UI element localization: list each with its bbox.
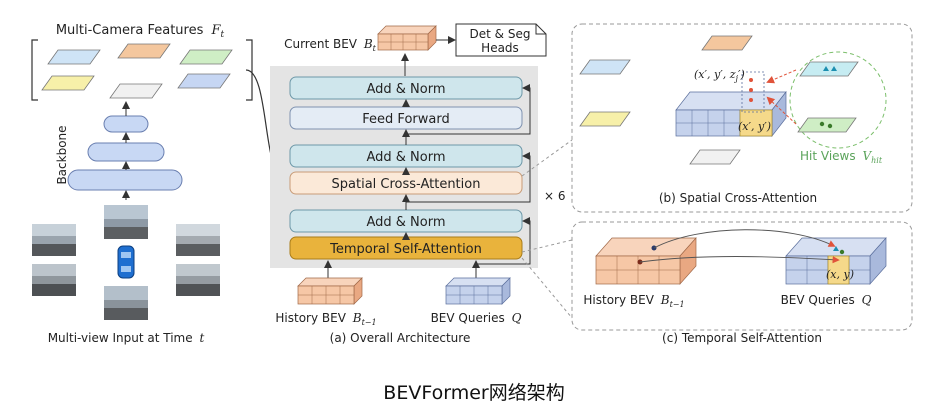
bev-queries-cube [445,277,511,305]
backbone-label: Backbone [55,125,69,184]
hit-views-circle [789,51,887,149]
tsa-history-label: History BEV Bt−1 [583,293,684,309]
camera-image-front-left [32,224,76,256]
bev-queries-label: BEV Queries Q [431,311,522,325]
current-bev-label: Current BEV Bt [284,37,377,53]
tsa-panel: (x, y) History BEV Bt−1 BEV Queries Q (c… [521,221,913,345]
camera-image-front-right [176,224,220,256]
feature-map-6 [177,73,231,89]
feature-map-5 [109,83,163,99]
hit-view-1 [799,61,859,77]
left-panel: Multi-Camera Features Ft Backbone [31,23,289,345]
hit-views-label: Hit Views Vhit [800,149,883,165]
tsa-temporal-arrow-1 [653,229,836,249]
sca-camera-view-2 [701,35,753,51]
current-bev-cube [377,25,437,51]
architecture-caption: (a) Overall Architecture [330,331,471,345]
camera-image-front [104,205,148,239]
repeat-label: × 6 [544,189,566,203]
backbone-layer-3 [67,169,183,191]
sca-query-cell [739,109,773,137]
sca-camera-view-4 [689,149,741,165]
backbone-layer-2 [87,142,165,162]
add-norm-3-label: Add & Norm [366,82,445,97]
feature-map-3 [179,49,233,65]
architecture-panel: Current BEV Bt Det & Seg Heads Add & Nor… [270,23,566,345]
sca-panel: (x′, y′, zj′) (x′, y′) Hit Views Vhit (b… [521,23,913,213]
tsa-queries-label: BEV Queries Q [781,293,872,307]
features-bracket-right [246,39,253,101]
tsa-label: Temporal Self-Attention [329,242,482,257]
sca-2d-ref-label: (x′, y′) [738,120,771,133]
features-bracket-left [31,39,38,101]
feature-map-1 [47,49,101,65]
add-norm-1-label: Add & Norm [366,215,445,230]
history-bev-label: History BEV Bt−1 [275,311,376,327]
tsa-point-label: (x, y) [826,268,854,281]
figure-caption: BEVFormer网络架构 [383,382,565,404]
sca-3d-ref-label: (x′, y′, zj′) [694,68,745,83]
ego-car-icon [117,245,135,279]
backbone-layer-1 [103,115,149,133]
tsa-history-bev [595,237,697,285]
sca-pillar [741,71,765,113]
camera-image-back-right [176,264,220,296]
history-bev-cube [297,277,363,305]
heads-line-1: Det & Seg [470,27,531,41]
tsa-temporal-arrow-2 [639,256,840,264]
sca-caption: (b) Spatial Cross-Attention [659,191,817,205]
multi-view-input-label: Multi-view Input at Time t [48,331,205,345]
tsa-bev-queries [785,237,887,285]
feature-map-2 [117,43,171,59]
det-seg-heads-box: Det & Seg Heads [455,23,547,57]
sca-camera-view-3 [579,111,631,127]
feed-forward-label: Feed Forward [362,112,449,127]
camera-image-back-left [32,264,76,296]
heads-line-2: Heads [481,41,519,55]
multi-camera-features-label: Multi-Camera Features Ft [56,23,225,40]
sca-camera-view-1 [579,59,631,75]
feature-map-4 [41,75,95,91]
tsa-caption: (c) Temporal Self-Attention [662,331,822,345]
hit-view-2 [797,117,857,133]
camera-image-back [104,286,148,320]
sca-bev-grid [675,71,787,138]
add-norm-2-label: Add & Norm [366,150,445,165]
sca-label: Spatial Cross-Attention [332,177,481,192]
